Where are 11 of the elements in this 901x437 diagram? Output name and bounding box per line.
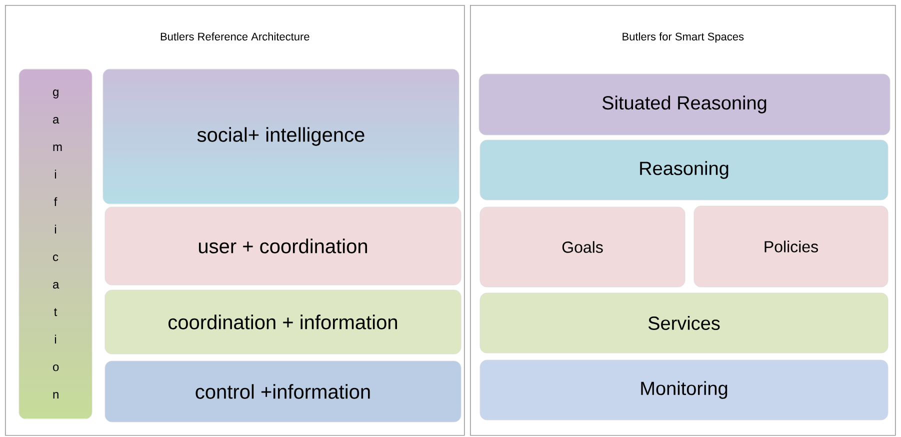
layer-box: coordination + information	[104, 290, 462, 354]
layer-box: control +information	[104, 360, 462, 422]
layer-box: social+ intelligence	[102, 68, 460, 204]
layer-box: Services	[480, 292, 888, 354]
layer-box: Goals	[480, 206, 686, 288]
vertical-bar: g a m i f i c a t i o n	[18, 68, 92, 420]
layer-box: Reasoning	[480, 140, 888, 200]
layer-box: Monitoring	[480, 360, 888, 420]
layer-box: Situated Reasoning	[478, 74, 890, 136]
layer-box: user + coordination	[104, 206, 462, 286]
layer-box: Policies	[694, 206, 888, 288]
